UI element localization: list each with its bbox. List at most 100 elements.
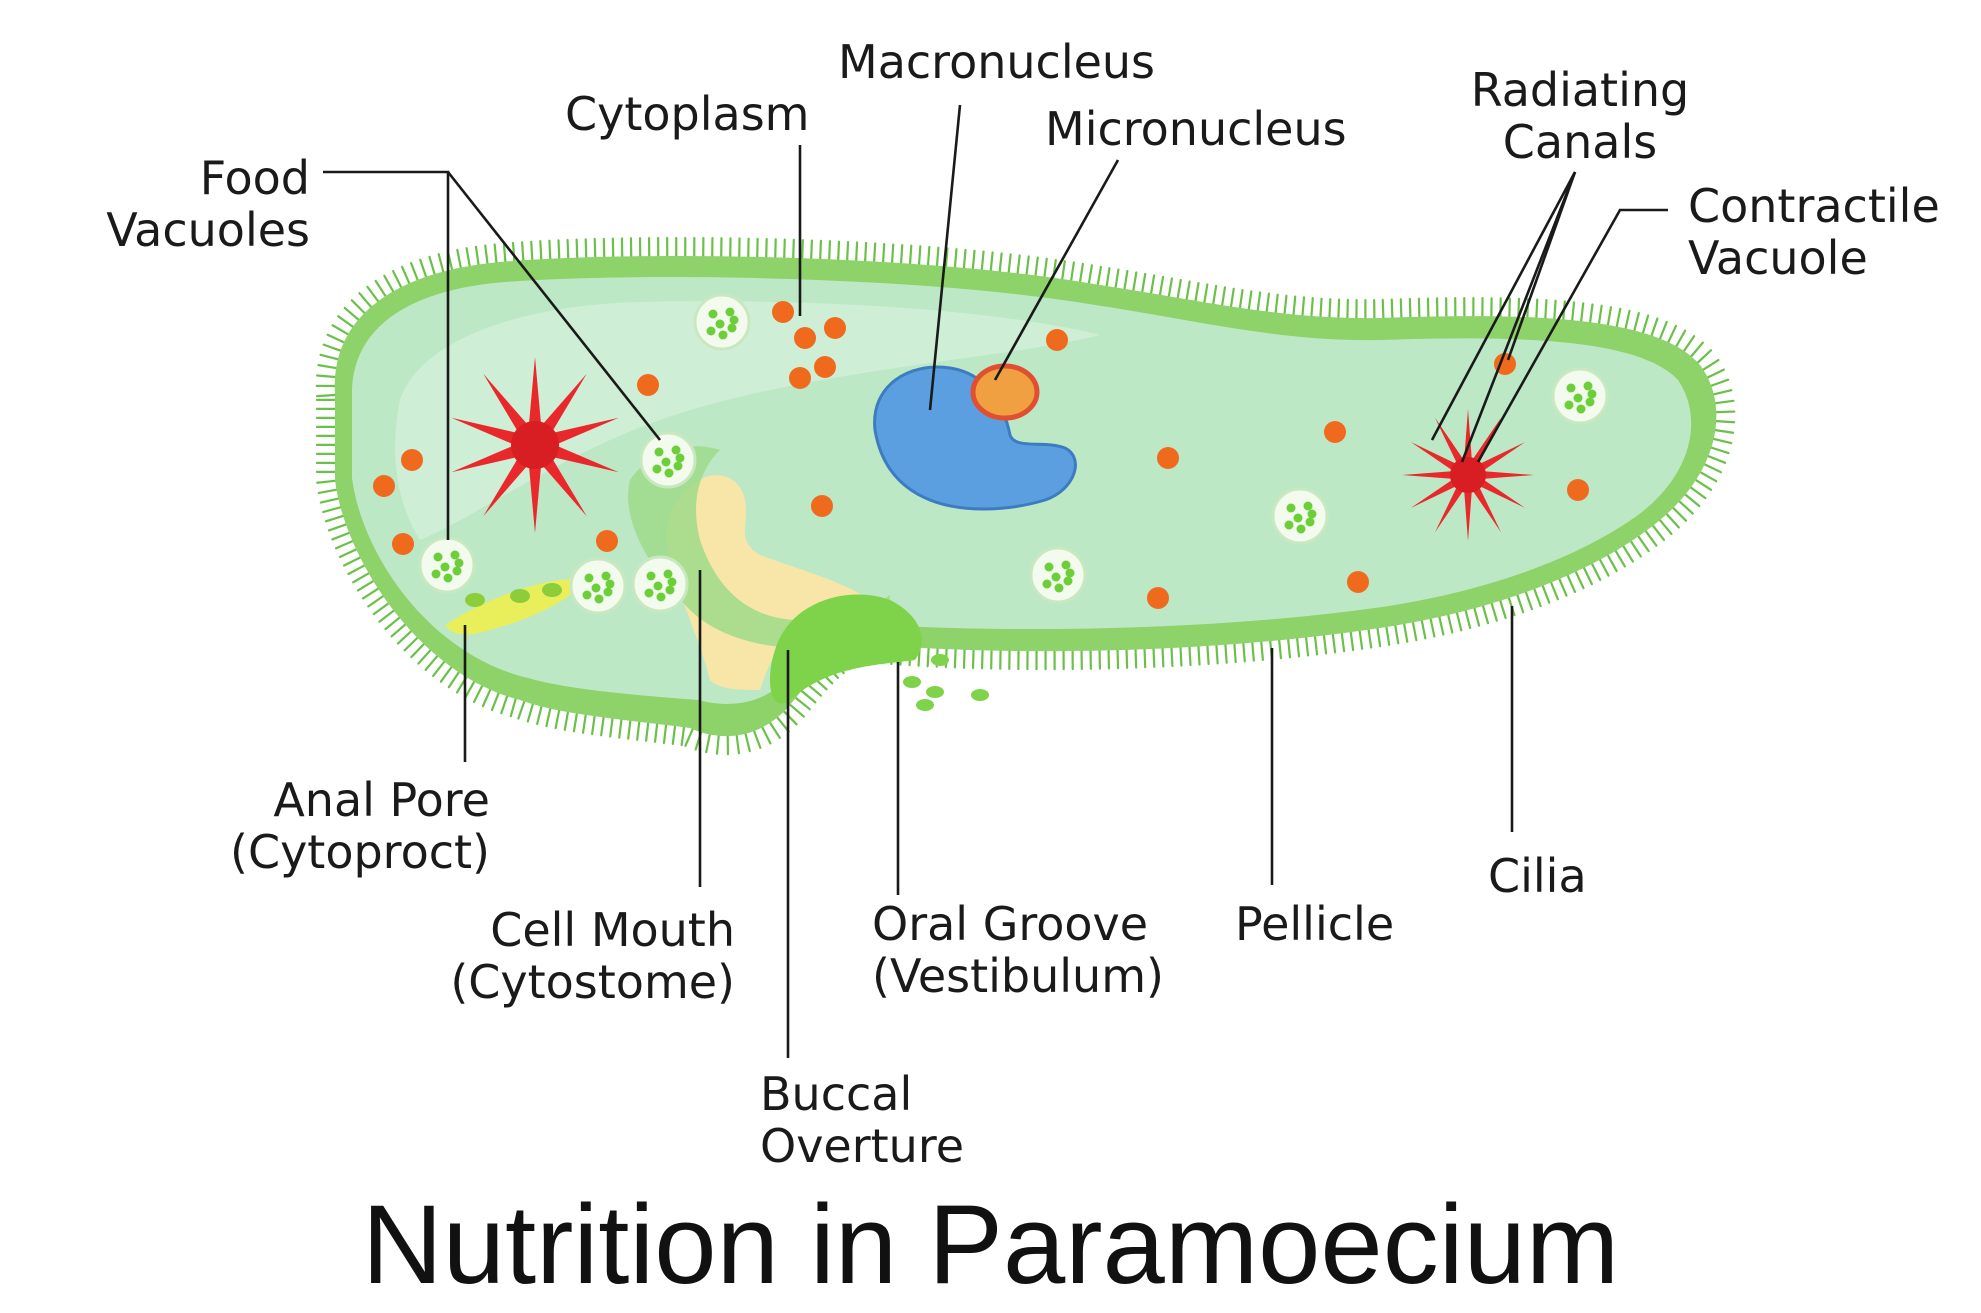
cilium [338, 316, 353, 326]
food-particle [434, 553, 443, 562]
cilium [1608, 555, 1617, 571]
cilium [1691, 487, 1706, 498]
cilium [411, 644, 423, 657]
cilium [1646, 531, 1657, 546]
cilium [565, 712, 568, 730]
cilium [457, 250, 460, 268]
cilium [883, 244, 884, 262]
food-particle [916, 699, 934, 711]
cilium [685, 729, 692, 746]
cilium [1360, 631, 1362, 649]
food-particle [1308, 510, 1317, 519]
granule [1324, 421, 1346, 443]
cilium [865, 243, 866, 261]
cilium [1261, 642, 1263, 660]
cilium [784, 240, 785, 258]
granule [814, 356, 836, 378]
cilium [1696, 480, 1711, 490]
cilium [1204, 285, 1207, 303]
cilium [1338, 300, 1339, 318]
cilium [1306, 638, 1308, 656]
cilium [568, 240, 569, 258]
granule [401, 449, 423, 471]
cilium [358, 581, 373, 590]
cilium [1660, 520, 1671, 534]
cilium [556, 710, 559, 728]
cilium [501, 696, 507, 713]
vacuole-center [1450, 457, 1486, 493]
food-particle [1066, 569, 1075, 578]
cilium [1568, 576, 1575, 592]
cilium [655, 724, 657, 742]
food-particle [1586, 398, 1595, 407]
cilium [754, 731, 760, 748]
food-particle [664, 570, 673, 579]
cilium [1392, 300, 1393, 318]
cilium [513, 243, 514, 261]
cilium [592, 716, 595, 734]
cilium [1145, 649, 1146, 667]
cilium [1377, 628, 1380, 646]
cilium [1258, 293, 1260, 311]
cilium [964, 650, 965, 668]
cilium [1369, 630, 1372, 648]
cilium [1329, 299, 1330, 317]
cilium [682, 727, 684, 745]
cilium [706, 735, 710, 753]
food-particle [585, 574, 594, 583]
granule [1157, 447, 1179, 469]
food-particle [903, 676, 921, 688]
cilium [1705, 464, 1721, 472]
cilium [746, 734, 750, 751]
cilium [1216, 645, 1217, 663]
cilium [1590, 304, 1592, 322]
cilium [1711, 380, 1728, 386]
cilium [829, 241, 830, 259]
cilium [1035, 258, 1037, 276]
cilium [485, 245, 487, 263]
label-micronucleus: Micronucleus [1045, 103, 1347, 155]
cilium [426, 656, 438, 670]
cilium [1653, 526, 1664, 540]
cilium [811, 241, 812, 259]
cilium [775, 239, 776, 257]
cilium [1207, 646, 1208, 664]
cilium [1673, 508, 1686, 521]
cilium [332, 533, 349, 540]
cilium [1543, 586, 1550, 603]
cilium [1189, 647, 1190, 665]
cilium [353, 573, 369, 582]
food-particle [1294, 514, 1303, 523]
label-anal-pore: Anal Pore(Cytoproct) [190, 774, 490, 878]
food-particle [1064, 577, 1073, 586]
cilium [359, 293, 371, 307]
cilium [790, 705, 804, 717]
cilium [1716, 421, 1734, 422]
cilium [1517, 595, 1523, 612]
cilium [1169, 279, 1172, 297]
food-particle [592, 584, 601, 593]
cilium [802, 240, 803, 258]
cilium [664, 725, 666, 743]
granule [1046, 329, 1068, 351]
food-particle [1577, 405, 1586, 414]
cilium [1178, 280, 1181, 298]
cilium [333, 325, 349, 334]
food-particle [1287, 504, 1296, 513]
cilium [1311, 298, 1312, 316]
food-particle [1306, 518, 1315, 527]
cilium [1285, 296, 1287, 314]
cilium [1500, 601, 1505, 618]
cilium [321, 355, 338, 360]
cilium [1018, 255, 1020, 273]
cilium [619, 720, 621, 738]
cilium [328, 335, 344, 343]
cilium [1684, 336, 1694, 351]
cilium [1249, 291, 1251, 309]
cilium [583, 715, 586, 733]
food-particle [716, 320, 725, 329]
cilium [540, 241, 541, 259]
cilium [1009, 254, 1011, 272]
cilium [1383, 300, 1384, 318]
food-particle [709, 310, 718, 319]
